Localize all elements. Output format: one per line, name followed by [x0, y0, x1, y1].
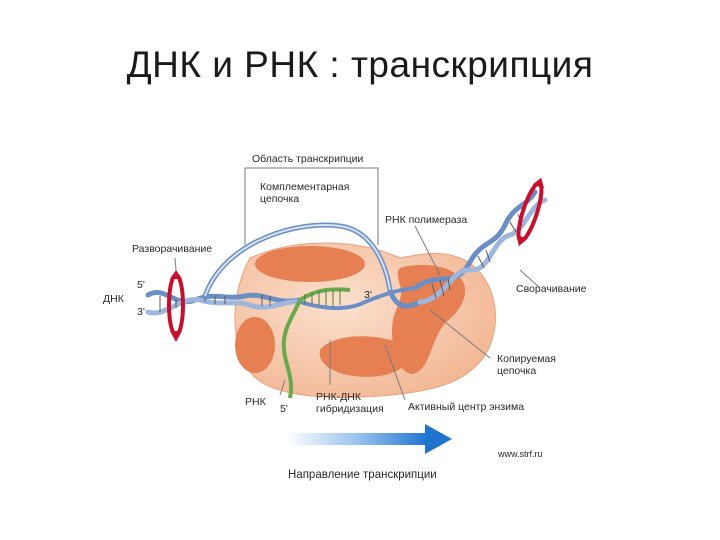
unwinding-rotation-arrow	[167, 270, 185, 342]
label-active-site: Активный центр энзима	[408, 401, 524, 413]
label-hybrid-2: гибридизация	[316, 403, 384, 415]
label-rna-polymerase: РНК полимераза	[385, 214, 467, 226]
label-five-prime-rna: 5'	[280, 403, 288, 415]
label-unwinding: Разворачивание	[132, 243, 212, 255]
label-complementary-strand-1: Комплементарная	[260, 181, 349, 193]
label-five-prime-left: 5'	[137, 279, 145, 291]
label-three-prime-left: 3'	[137, 306, 145, 318]
label-three-prime-mid: 3'	[364, 289, 372, 301]
direction-arrow	[285, 424, 452, 454]
label-rewinding: Сворачивание	[516, 283, 587, 295]
rna-polymerase-body	[234, 242, 496, 398]
non-template-strand-highlight	[204, 224, 391, 297]
enzyme-right-lobe	[392, 264, 466, 374]
label-template-strand-1: Копируемая	[497, 353, 556, 365]
transcription-region-bracket	[244, 167, 379, 245]
label-template-strand-2: цепочка	[497, 365, 536, 377]
rna-dna-hybrid	[298, 287, 351, 306]
label-hybrid-1: РНК-ДНК	[316, 391, 362, 403]
rna-transcript	[281, 299, 302, 399]
enzyme-lower-lobe	[319, 336, 411, 377]
label-complementary-strand-2: цепочка	[260, 193, 299, 205]
slide-title: ДНК и РНК : транскрипция	[126, 44, 594, 85]
label-direction: Направление транскрипции	[288, 469, 437, 481]
label-dna: ДНК	[103, 293, 125, 305]
rewinding-rotation-arrow	[516, 177, 545, 247]
enzyme-left-lobe	[235, 317, 275, 373]
label-rna: РНК	[245, 396, 267, 408]
leader-lines	[174, 225, 541, 401]
dna-helix-right	[412, 189, 548, 305]
label-source: www.strf.ru	[497, 449, 543, 459]
enzyme-upper-lobe	[255, 246, 365, 282]
label-transcription-region: Область транскрипции	[252, 153, 364, 165]
template-strand	[299, 286, 416, 311]
